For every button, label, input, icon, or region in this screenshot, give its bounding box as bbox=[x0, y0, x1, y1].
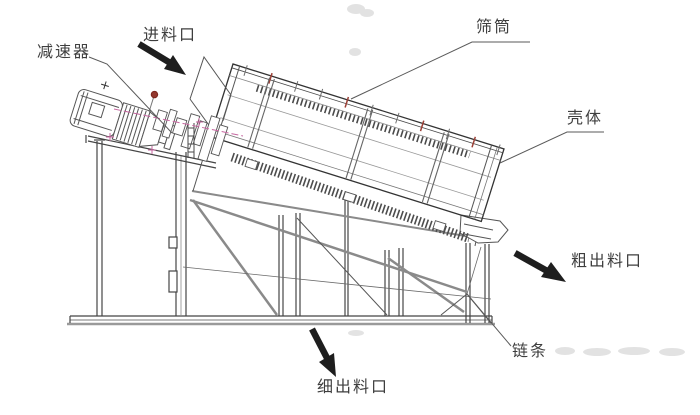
screen-drum-leader-line bbox=[350, 41, 530, 100]
leader-lines bbox=[88, 41, 604, 347]
fine-outlet-arrow bbox=[309, 327, 336, 377]
base-plate bbox=[67, 315, 495, 326]
feed-arrow bbox=[137, 41, 186, 75]
coarse-outlet-spout bbox=[459, 214, 509, 244]
label-chain: 链条 bbox=[512, 341, 549, 360]
screen-coil-band bbox=[255, 84, 471, 159]
housing-hopper bbox=[191, 135, 497, 247]
frame-braces bbox=[182, 198, 492, 324]
left-leg bbox=[94, 139, 105, 316]
center-cross-mark bbox=[100, 81, 109, 90]
label-shell: 壳体 bbox=[567, 108, 604, 127]
label-fine-outlet: 细出料口 bbox=[317, 377, 390, 396]
frame-posts bbox=[278, 193, 490, 323]
label-screen-drum: 筛筒 bbox=[476, 17, 513, 36]
drive-chain bbox=[230, 152, 470, 243]
flow-arrows bbox=[137, 41, 566, 377]
label-feed-inlet: 进料口 bbox=[143, 25, 198, 44]
drum-top-ticks bbox=[243, 65, 501, 156]
motor-terminal-box bbox=[88, 101, 106, 119]
screen-drum-body bbox=[209, 63, 505, 223]
drum-rings bbox=[247, 77, 450, 204]
reducer-leader-line bbox=[88, 56, 173, 134]
label-coarse-outlet: 粗出料口 bbox=[571, 251, 644, 270]
watermark-smudges bbox=[347, 4, 685, 356]
chain-leader-line bbox=[466, 293, 512, 347]
label-reducer: 减速器 bbox=[37, 42, 92, 61]
shell-leader-line bbox=[499, 131, 604, 164]
reducer-ribs bbox=[115, 104, 147, 146]
axis-center-line bbox=[106, 108, 244, 154]
motor-reducer-assembly bbox=[69, 81, 178, 151]
inlet-ladder-bracket bbox=[187, 123, 195, 158]
red-breather-cap bbox=[150, 90, 159, 99]
feed-chute bbox=[189, 55, 232, 129]
coarse-outlet-arrow bbox=[513, 250, 566, 282]
bearing-stack bbox=[152, 108, 229, 163]
second-leg bbox=[168, 152, 187, 316]
